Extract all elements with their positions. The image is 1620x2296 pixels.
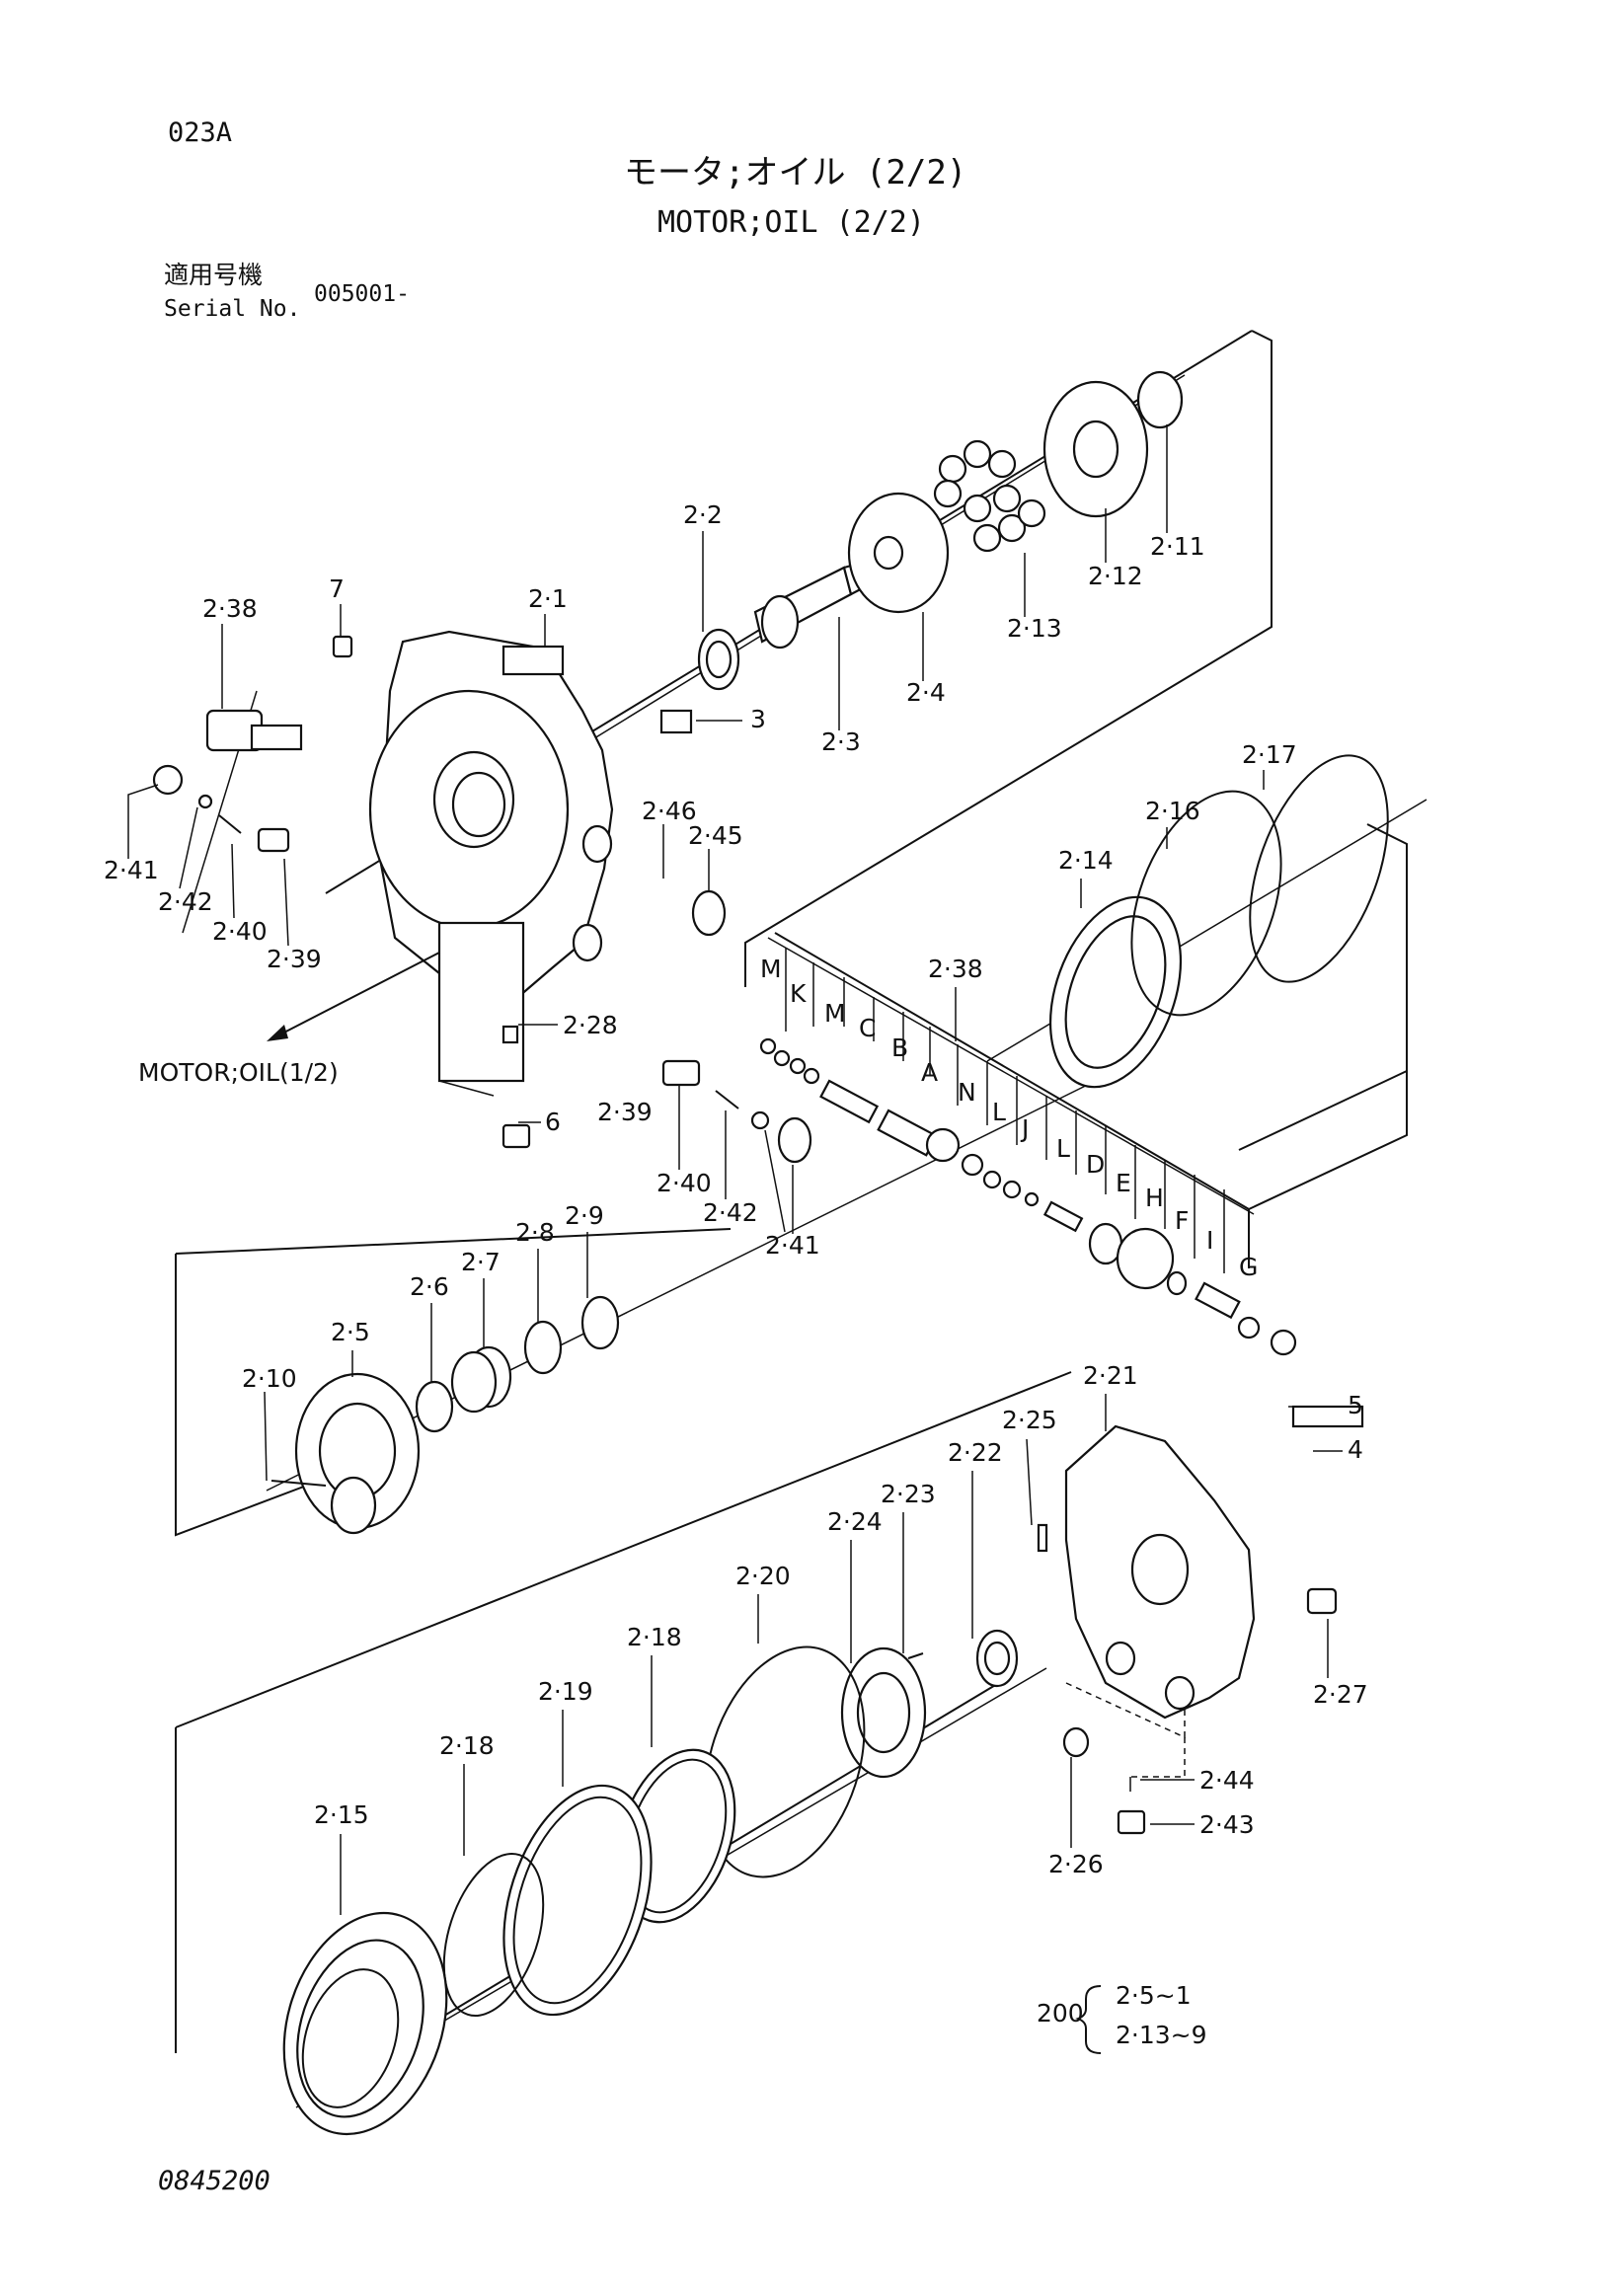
callout-label: F xyxy=(1175,1206,1189,1235)
callout-label: M xyxy=(760,955,782,983)
callout-labels: 7 2·38 2·1 2·2 2·3 2·4 2·11 2·12 2·13 3 … xyxy=(104,500,1368,1878)
callout-label: 2·20 xyxy=(735,1562,791,1590)
callout-label: 7 xyxy=(329,574,345,603)
callout-label: 2·39 xyxy=(267,945,322,973)
callout-label: 2·15 xyxy=(314,1800,369,1829)
callout-label: 4 xyxy=(1348,1435,1363,1464)
drawing-number: 0845200 xyxy=(158,2166,270,2196)
callout-label: 2·17 xyxy=(1242,740,1297,769)
callout-label: 2·18 xyxy=(439,1731,495,1760)
callout-label: 2·6 xyxy=(410,1272,449,1301)
callout-label: 2·22 xyxy=(948,1438,1003,1467)
callout-label: 2·39 xyxy=(597,1098,653,1126)
callout-label: 2·44 xyxy=(1199,1766,1255,1795)
callout-label: 2·42 xyxy=(158,887,213,916)
callout-label: A xyxy=(921,1058,938,1087)
callout-label: 2·18 xyxy=(627,1623,682,1651)
callout-label: 2·23 xyxy=(881,1480,936,1508)
callout-label: 6 xyxy=(545,1108,561,1136)
spool-valve-assembly-part xyxy=(759,937,1297,1356)
kit-line-2: 2·13~9 xyxy=(1116,2021,1207,2049)
callout-label: E xyxy=(1116,1169,1131,1197)
callout-label: 2·8 xyxy=(515,1218,555,1247)
piston-block-part xyxy=(933,370,1184,553)
callout-label: 2·38 xyxy=(202,594,258,623)
seal-ring-set-part xyxy=(282,1645,866,2136)
callout-label: 2·27 xyxy=(1313,1680,1368,1709)
callout-label: N xyxy=(958,1078,976,1107)
callout-label: I xyxy=(1206,1226,1213,1255)
motor-housing-part xyxy=(368,630,614,1097)
callout-label: 2·41 xyxy=(104,856,159,884)
kit-number: 200 xyxy=(1037,1999,1084,2028)
callout-label: 3 xyxy=(750,705,766,733)
callout-label: 2·43 xyxy=(1199,1810,1255,1839)
callout-label: 2·25 xyxy=(1002,1406,1057,1434)
callout-label: 2·28 xyxy=(563,1011,618,1039)
callout-label: D xyxy=(1086,1150,1105,1179)
drive-shaft-part xyxy=(697,492,950,691)
title-japanese: モータ;オイル (2/2) xyxy=(624,153,966,192)
gear-spring-set-part xyxy=(270,1295,620,1535)
callout-label: 2·10 xyxy=(242,1364,297,1393)
callout-label: 2·19 xyxy=(538,1677,593,1706)
callout-label: 2·2 xyxy=(683,500,723,529)
title-english: MOTOR;OIL (2/2) xyxy=(657,205,925,240)
callout-label: L xyxy=(1056,1134,1070,1163)
callout-label: K xyxy=(790,979,807,1008)
callout-label: 2·38 xyxy=(928,955,983,983)
callout-label: 2·26 xyxy=(1048,1850,1104,1878)
callout-label: G xyxy=(1239,1253,1258,1281)
callout-label: 2·40 xyxy=(656,1169,712,1197)
callout-label: 2·41 xyxy=(765,1231,820,1260)
serial-value: 005001- xyxy=(314,281,410,307)
callout-label: 2·14 xyxy=(1058,846,1114,875)
callout-label: 2·5 xyxy=(331,1318,370,1346)
callout-label: J xyxy=(1020,1114,1029,1143)
relief-valve-left-part xyxy=(152,635,693,853)
callout-label: 2·1 xyxy=(528,584,568,613)
callout-label: B xyxy=(891,1033,908,1062)
brake-ring-set-part xyxy=(1048,754,1389,1089)
callout-label: 2·46 xyxy=(642,797,697,825)
callout-label: 2·16 xyxy=(1145,797,1200,825)
valve-plate-part xyxy=(840,1646,927,1779)
callout-label: 2·12 xyxy=(1088,562,1143,590)
callout-label: 2·24 xyxy=(827,1507,883,1536)
page-code: 023A xyxy=(168,117,232,148)
callout-label: 2·45 xyxy=(688,821,743,850)
callout-label: 2·40 xyxy=(212,917,268,946)
callout-label: M xyxy=(824,999,846,1028)
callout-label: 2·11 xyxy=(1150,532,1205,561)
callout-label: 5 xyxy=(1348,1391,1363,1419)
serial-label-japanese: 適用号機 xyxy=(164,261,263,289)
serial-label-english: Serial No. xyxy=(164,296,300,322)
rear-cover-part xyxy=(975,1405,1364,1835)
callout-label: 2·3 xyxy=(821,727,861,756)
kit-note: 200 2·5~1 2·13~9 xyxy=(1037,1981,1207,2054)
callout-label: 2·42 xyxy=(703,1198,758,1227)
callout-label: 2·21 xyxy=(1083,1361,1138,1390)
kit-line-1: 2·5~1 xyxy=(1116,1981,1192,2010)
reference-arrow xyxy=(267,952,440,1041)
callout-label: 2·7 xyxy=(461,1248,501,1276)
relief-valve-lower-part xyxy=(501,889,812,1164)
callout-label: 2·13 xyxy=(1007,614,1062,643)
reference-label: MOTOR;OIL(1/2) xyxy=(138,1058,339,1087)
callout-label: 2·4 xyxy=(906,678,946,707)
callout-label: 2·9 xyxy=(565,1201,604,1230)
callout-leader-lines xyxy=(127,424,1343,1915)
callout-label: H xyxy=(1145,1184,1164,1212)
callout-label: C xyxy=(859,1014,876,1042)
callout-label: L xyxy=(992,1098,1006,1126)
